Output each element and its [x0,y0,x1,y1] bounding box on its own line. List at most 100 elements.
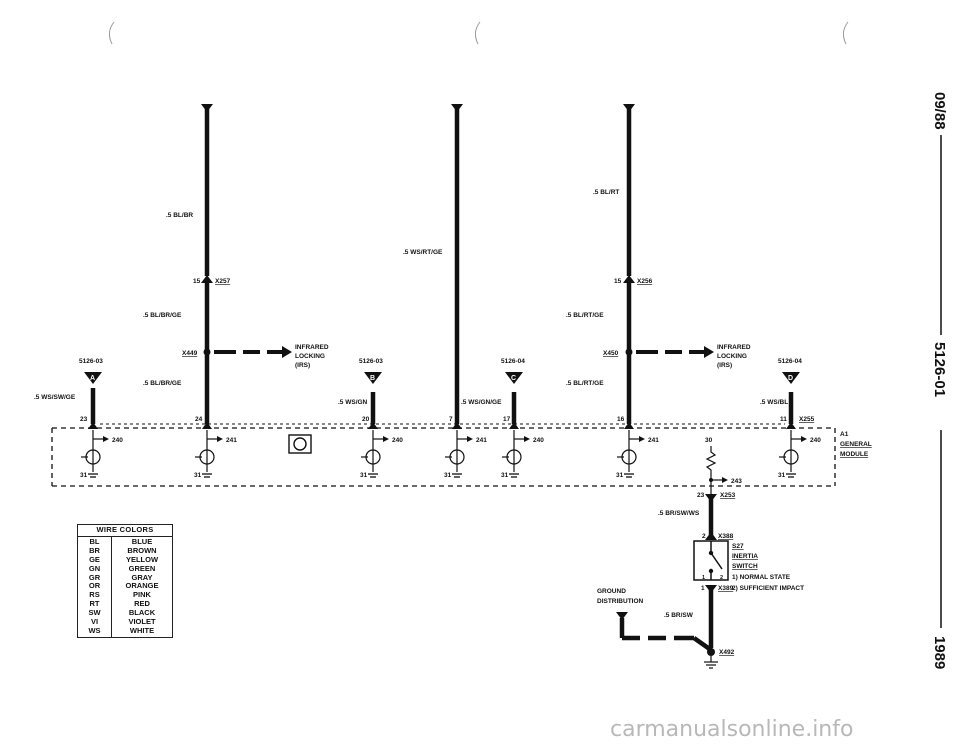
arrow-icon [282,346,292,358]
pin-label: 16 [617,416,625,423]
legend-color-name: VIOLET [128,617,156,627]
legend-color-name: BROWN [127,545,157,555]
pin-label: 30 [705,437,713,444]
page-flags [84,372,800,384]
pin-label: 20 [362,416,370,423]
ground-ref: 31 [80,472,88,479]
switch-label: INERTIA [732,553,758,560]
splice-dot [707,648,715,656]
module-id: A1 [840,431,849,438]
wire-label: .5 BL/RT/GE [566,380,604,387]
ref-label: 241 [226,437,237,444]
connector-label: X388 [718,533,734,540]
legend-color-name: GREEN [128,563,156,573]
wire-label: .5 BR/SW/WS [658,510,700,517]
wire-label: .5 WS/RT/GE [403,249,443,256]
module-circuits [81,430,801,494]
wire-label: .5 WS/GN [338,399,368,406]
switch-note: 1) NORMAL STATE [732,574,791,581]
ref-label: 241 [648,437,659,444]
legend-color-name: BLACK [128,608,156,618]
legend-code: GE [89,554,100,564]
flag-a: A [90,375,95,382]
connector-x253-mark [705,494,717,593]
ground-distribution-label: DISTRIBUTION [597,598,644,605]
flag-d: D [788,375,793,382]
connector-label: X492 [719,649,735,656]
pin-marks [88,422,796,429]
pin-label: 15 [614,278,622,285]
ref-label: 241 [476,437,487,444]
ground-icon [88,473,796,478]
legend-code: RT [89,599,100,609]
legend-color-name: ORANGE [125,581,159,591]
pin-label: 17 [503,416,511,423]
ground-ref: 31 [360,472,368,479]
switch-note: 2) SUFFICIENT IMPACT [732,585,804,592]
ref-label: 243 [731,478,742,485]
infrared-label: LOCKING [295,353,325,360]
connector-label: X256 [637,278,653,285]
wire-label: .5 BL/RT [593,189,619,196]
module-label: GENERAL [840,441,872,448]
legend-color-name: YELLOW [125,554,159,564]
connector-label: X253 [720,492,736,499]
side-date: 09/88 [931,92,948,130]
legend-color-name: PINK [133,590,151,600]
legend-color-name: GRAY [131,572,153,582]
page-ref: 5126-03 [79,358,103,365]
ground-ref: 31 [194,472,202,479]
infrared-label: LOCKING [717,353,747,360]
pin-label: 23 [80,416,88,423]
legend-color-name: BLUE [131,536,153,546]
legend-code: OR [88,581,101,591]
ground-ref: 31 [778,472,786,479]
legend-code: SW [88,608,101,618]
module-arrows [103,436,807,483]
ground-flag-icon [616,612,628,620]
switch-position: 2 [720,575,723,581]
ref-label: 240 [533,437,544,444]
side-year: 1989 [931,636,948,669]
ref-label: 240 [112,437,123,444]
legend-code: VI [90,617,99,627]
pin-label: 7 [449,416,453,423]
ground-distribution-wire [619,618,713,652]
wire-label: .5 WS/BL [760,399,788,406]
infrared-label: (IRS) [295,362,310,369]
flag-b: B [370,375,375,382]
ground-distribution-label: GROUND [597,588,626,595]
connector-label: X257 [215,278,231,285]
ref-label: 240 [392,437,403,444]
wire-label: .5 WS/SW/GE [34,394,76,401]
connector-label: X389 [718,585,734,592]
side-section: 5126-01 [931,342,948,397]
binder-marks [108,21,849,45]
infrared-label: (IRS) [717,362,732,369]
infrared-label: INFRARED [717,344,751,351]
splice-dot [203,348,211,356]
connector-label: X449 [182,350,198,357]
ground-ref: 31 [616,472,624,479]
page-ref: 5126-04 [501,358,525,365]
module-symbol-icon [288,434,312,454]
legend-code: WS [88,625,101,635]
pin-label: 1 [701,585,705,592]
page-ref: 5126-04 [778,358,802,365]
ground-icon [704,656,718,669]
pin-label: 15 [193,278,201,285]
wire-tops [201,104,635,112]
switch-id: S27 [732,543,744,550]
legend-code: GR [88,572,101,582]
pin-label: 11 [780,416,787,423]
ref-label: 240 [810,437,821,444]
ground-ref: 31 [444,472,452,479]
legend-color-name: WHITE [129,625,155,635]
wire-label: .5 BL/BR/GE [143,380,182,387]
arrow-icon [704,346,714,358]
wire-label: .5 BL/BR/GE [143,312,182,319]
connector-label: X450 [603,350,619,357]
splice-dot [625,348,633,356]
